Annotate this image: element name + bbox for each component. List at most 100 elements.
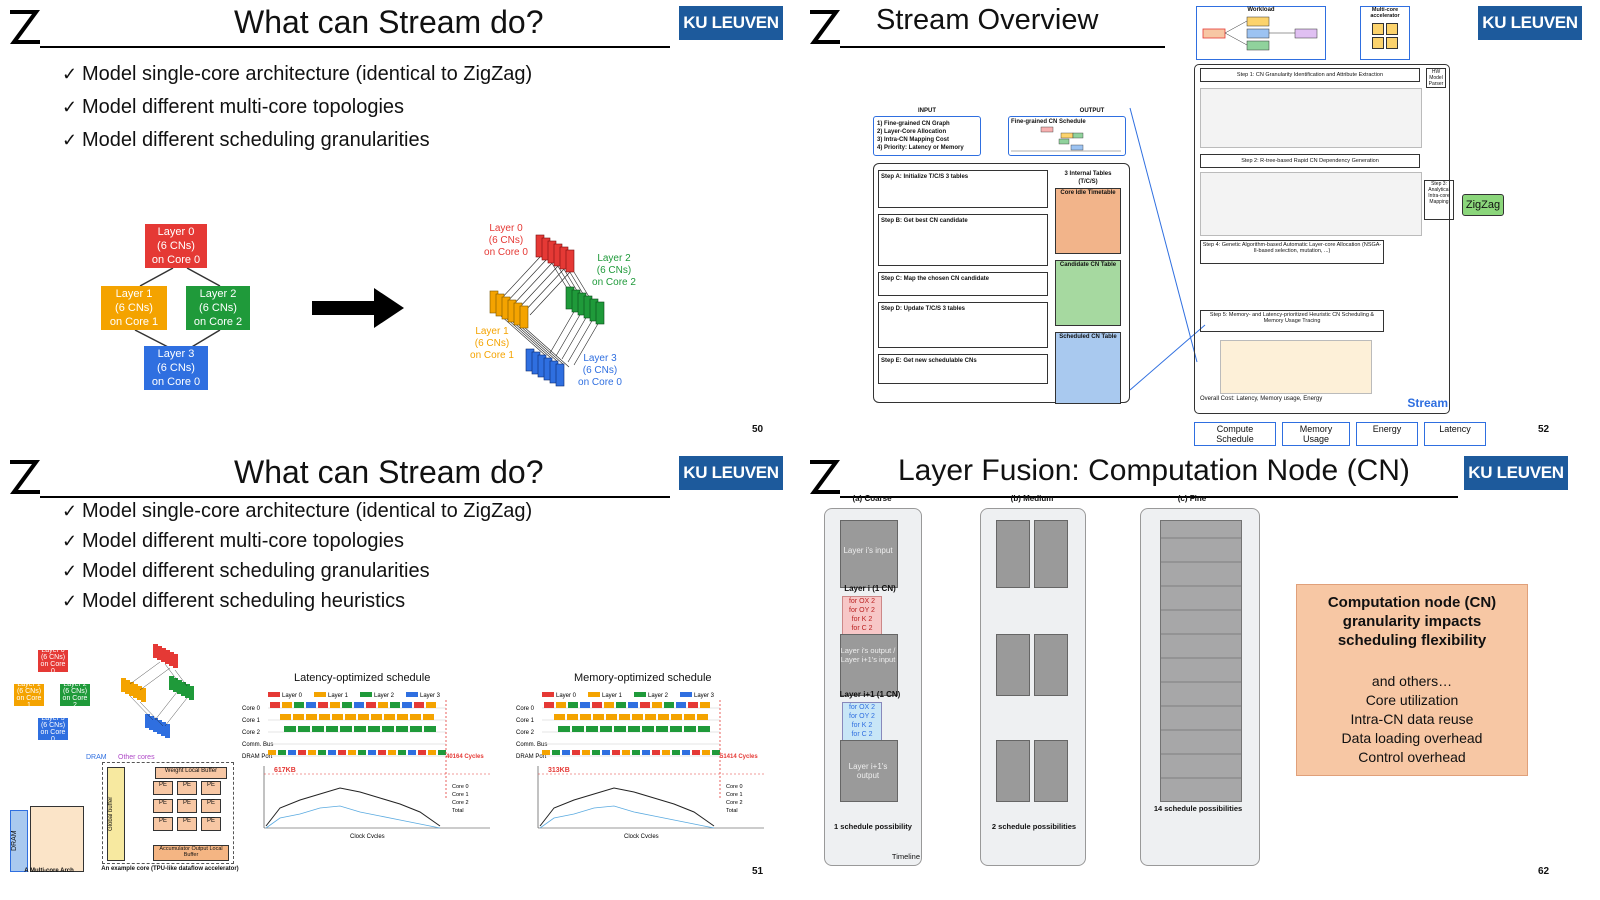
coarse-cube-mid — [840, 634, 898, 696]
legend-label: Layer 3 — [694, 693, 715, 699]
global-buffer: Global buffer — [107, 767, 125, 861]
bullet-item: ✓Model different scheduling granularitie… — [62, 559, 430, 582]
slide-51: What can Stream do? KU LEUVEN ✓Model sin… — [0, 450, 800, 900]
fine-grained-cn-graph — [489, 234, 605, 387]
cn-block — [312, 726, 324, 732]
legend-swatch — [406, 692, 418, 697]
dram-block — [268, 750, 276, 755]
card-title: Computation node (CN) granularity impact… — [1327, 594, 1497, 649]
row-label: Core 0 — [242, 706, 261, 712]
cn-block — [390, 702, 400, 708]
cn-block — [628, 726, 640, 732]
coarse-layer-i1: Layer i+1 (1 CN) — [839, 690, 901, 699]
coarse-output-label: Layer i+1's output — [848, 762, 888, 780]
bullet-list: ✓Model single-core architecture (identic… — [62, 496, 532, 616]
hw-parser: HW Model Parser — [1426, 68, 1446, 88]
mem-total-line — [265, 787, 441, 827]
panel-coarse-label: (a) Coarse — [852, 494, 892, 503]
cn-block — [354, 702, 364, 708]
accumulator: Accumulator Output Local Buffer — [153, 845, 229, 861]
cn-block — [604, 702, 614, 708]
legend-swatch — [542, 692, 554, 697]
zigzag-logo-icon — [10, 460, 40, 494]
legend-label: Layer 0 — [282, 693, 303, 699]
cn-block — [628, 702, 638, 708]
cn-block — [396, 726, 408, 732]
cn-block — [580, 714, 591, 720]
step-2: Step 2: R-tree-based Rapid CN Dependency… — [1200, 154, 1420, 168]
dram-block — [632, 750, 640, 755]
cn-block — [556, 702, 566, 708]
ku-leuven-logo: KU LEUVEN — [1478, 6, 1582, 40]
mini-fine-grained-graph — [121, 644, 194, 738]
fg-layer1-label: Layer 1(6 CNs)on Core 1 — [470, 326, 514, 361]
cn-block — [345, 714, 356, 720]
cn-block — [619, 714, 630, 720]
weight-buffer: Weight Local Buffer — [155, 767, 227, 779]
legend-label: Layer 2 — [648, 693, 669, 699]
overall-cost: Overall Cost: Latency, Memory usage, Ene… — [1200, 396, 1323, 402]
cn-block — [580, 702, 590, 708]
legend-swatch — [314, 692, 326, 697]
cn-block — [397, 714, 408, 720]
cn-block — [270, 702, 280, 708]
bullet-list: ✓Model single-core architecture (identic… — [62, 58, 532, 157]
dram-block — [662, 750, 670, 755]
cn-block — [614, 726, 626, 732]
legend-label: Layer 1 — [328, 693, 349, 699]
ku-leuven-logo: KU LEUVEN — [1464, 456, 1568, 490]
output-label: OUTPUT — [1079, 108, 1105, 114]
cn-block — [700, 702, 710, 708]
medium-possibilities: 2 schedule possibilities — [991, 822, 1077, 831]
step-4: Step 4: Genetic Algorithm-based Automati… — [1200, 240, 1384, 264]
mem-total-line — [539, 787, 715, 827]
dram-block — [308, 750, 316, 755]
latency-chart-title: Latency-optimized schedule — [294, 672, 431, 684]
dram-block — [418, 750, 426, 755]
cn-block — [558, 726, 570, 732]
check-icon: ✓ — [62, 64, 78, 84]
mem-legend-label: Core 1 — [726, 792, 743, 798]
mem-legend-label: Core 2 — [726, 800, 743, 806]
row-label: Core 0 — [516, 706, 535, 712]
dram-block — [358, 750, 366, 755]
compute-schedule-box: Compute Schedule — [1194, 422, 1276, 446]
dram-block — [552, 750, 560, 755]
dram-block — [592, 750, 600, 755]
medium-cube — [996, 520, 1030, 588]
dram-block — [318, 750, 326, 755]
mem-x-label: Clock Cycles — [624, 834, 659, 838]
right-arrow-icon — [312, 288, 404, 328]
cn-block — [366, 702, 376, 708]
cn-block — [606, 714, 617, 720]
cn-block — [382, 726, 394, 732]
row-label: DRAM Port — [516, 754, 547, 760]
cn-block — [426, 702, 436, 708]
cn-block — [658, 714, 669, 720]
schedule-preview — [1011, 126, 1121, 152]
cn-block — [414, 702, 424, 708]
legend-label: Layer 1 — [602, 693, 623, 699]
legend-swatch — [680, 692, 692, 697]
medium-cube — [996, 634, 1030, 696]
cycles-label: 40164 Cycles — [446, 754, 484, 760]
row-label: Core 2 — [242, 730, 261, 736]
coarse-cube-output — [840, 740, 898, 802]
zigzag-logo-icon — [810, 460, 840, 494]
mem-legend-label: Core 0 — [726, 784, 743, 790]
mini-layer1: Layer 1(6 CNs)on Core 1 — [14, 681, 44, 709]
cn-block — [567, 714, 578, 720]
dram-block — [328, 750, 336, 755]
arch-caption: A Multi-core Arch — [24, 868, 74, 874]
check-icon: ✓ — [62, 130, 78, 150]
cn-block — [378, 702, 388, 708]
legend-swatch — [634, 692, 646, 697]
memory-usage-box: Memory Usage — [1282, 422, 1350, 446]
cn-block — [280, 714, 291, 720]
cn-block — [684, 714, 695, 720]
dram-block — [338, 750, 346, 755]
dram-block — [602, 750, 610, 755]
cn-block — [306, 714, 317, 720]
